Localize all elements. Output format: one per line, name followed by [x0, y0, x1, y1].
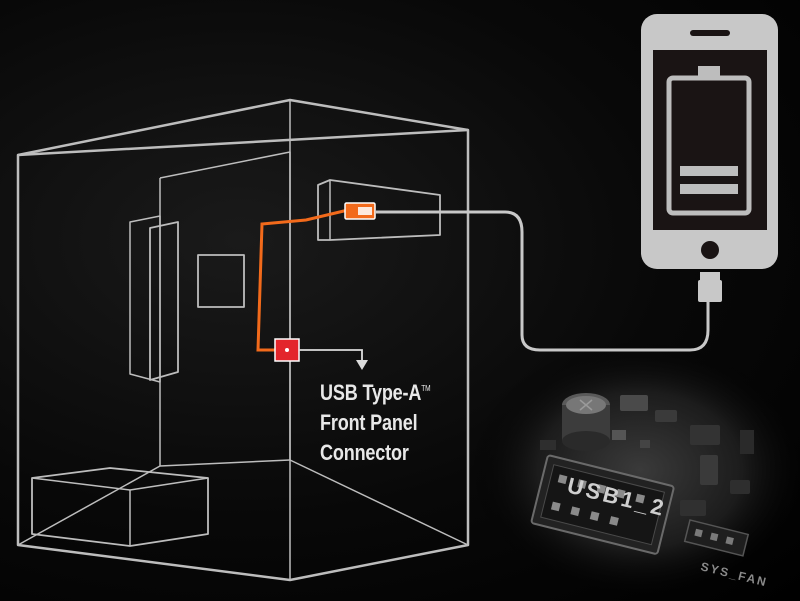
trademark-mark: TM [421, 384, 431, 393]
case-top-edge [17, 128, 469, 157]
caption-line-3: Connector [320, 440, 409, 465]
caption-pointer [299, 349, 368, 370]
board-components [540, 395, 754, 516]
home-button-icon [701, 241, 719, 259]
psu-box [31, 467, 209, 547]
motherboard-closeup: USB1_2 SYS_FAN [470, 340, 800, 600]
external-usb-cable [375, 210, 710, 352]
usb-header-block [530, 454, 675, 555]
caption-usb-type: USB Type-A [320, 380, 422, 405]
caption-line-1: USB Type-ATM [320, 378, 431, 408]
drive-cage [317, 179, 441, 241]
cpu-socket [197, 254, 245, 308]
smartphone-icon [641, 14, 778, 302]
mobo-tray [149, 221, 179, 381]
pc-case-wireframe [16, 98, 470, 582]
caption-line-2: Front Panel [320, 410, 418, 435]
connector-caption: USB Type-ATM Front Panel Connector [320, 378, 431, 468]
internal-usb-cable [256, 202, 376, 362]
fan-header [683, 519, 750, 557]
battery-low-icon [666, 66, 752, 216]
capacitor-icon [562, 393, 610, 451]
